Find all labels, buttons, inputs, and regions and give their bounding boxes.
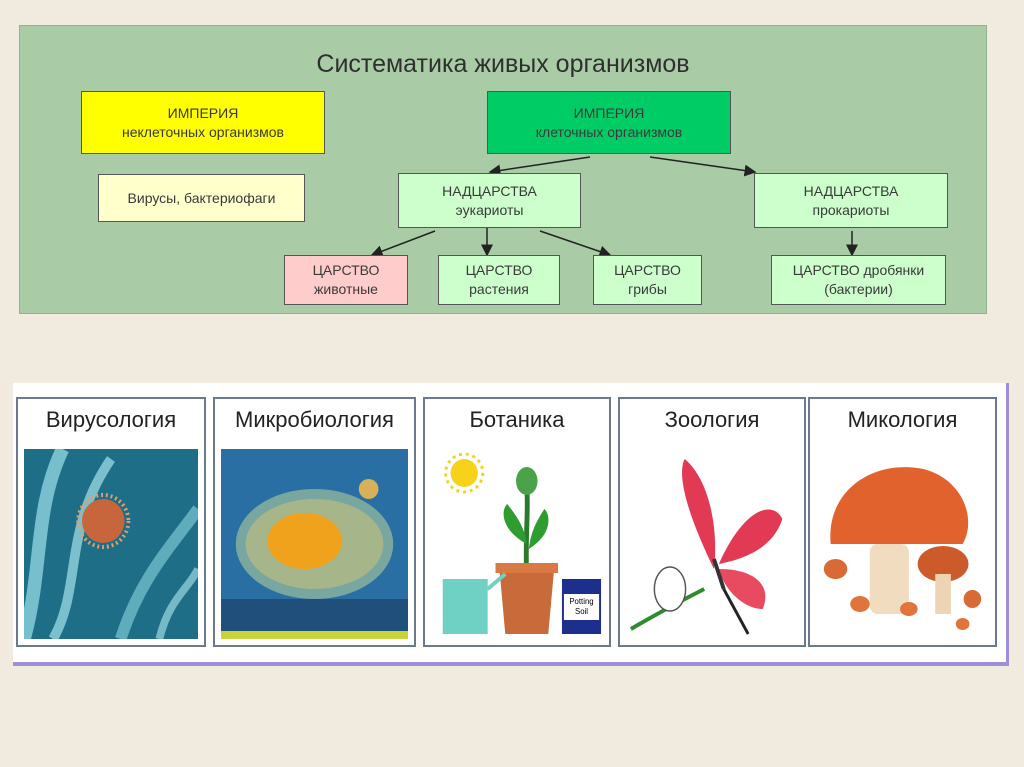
bacteria-line2: (бактерии) (824, 281, 893, 297)
virology-label: Вирусология (45, 407, 177, 432)
microbiology-label: Микробиология (235, 407, 394, 432)
potting-soil-line2: Soil (575, 607, 588, 616)
kingdom-fungi-box: ЦАРСТВО грибы (593, 255, 702, 305)
empire-cellular-line2: клеточных организмов (535, 123, 683, 140)
microorganism-image (221, 449, 408, 639)
eukaryotes-line2: эукариоты (455, 201, 524, 218)
card-botany: Ботаника Potting Soil (423, 397, 611, 647)
virus-image (24, 449, 198, 639)
superkingdom-eukaryotes-box: НАДЦАРСТВА эукариоты (398, 173, 581, 228)
bacteria-line1: ЦАРСТВО дробянки (792, 262, 925, 278)
arrow-cellular-to-eukaryotes (488, 156, 591, 177)
empire-cellular-line1: ИМПЕРИЯ (573, 104, 645, 121)
superkingdom-prokaryotes-box: НАДЦАРСТВА прокариоты (754, 173, 948, 228)
fungi-line2: грибы (628, 281, 667, 297)
hierarchy-arrows (370, 156, 858, 258)
empire-noncellular-line2: неклеточных организмов (122, 123, 284, 140)
animals-line2: животные (314, 281, 378, 297)
mycology-label: Микология (847, 407, 958, 432)
kingdom-plants-box: ЦАРСТВО растения (438, 255, 560, 305)
eukaryotes-line1: НАДЦАРСТВА (442, 182, 537, 199)
prokaryotes-line1: НАДЦАРСТВА (803, 182, 899, 199)
mushroom-image (816, 449, 989, 639)
card-zoology: Зоология (618, 397, 806, 647)
arrow-eukaryotes-to-fungi (539, 230, 612, 258)
card-virology: Вирусология (16, 397, 206, 647)
botany-label: Ботаника (469, 407, 565, 432)
zoology-label: Зоология (664, 407, 760, 432)
kingdom-bacteria-box: ЦАРСТВО дробянки (бактерии) (771, 255, 946, 305)
arrow-eukaryotes-to-animals (370, 230, 436, 257)
plant-pot-image: Potting Soil (431, 449, 603, 639)
viruses-box: Вирусы, бактериофаги (98, 174, 305, 222)
arrow-cellular-to-prokaryotes (649, 156, 757, 177)
card-microbiology: Микробиология (213, 397, 416, 647)
card-mycology: Микология (808, 397, 997, 647)
fungi-line1: ЦАРСТВО (614, 262, 681, 278)
empire-cellular-box: ИМПЕРИЯ клеточных организмов (487, 91, 731, 154)
classification-panel: Систематика живых организмов ИМПЕРИЯ нек… (19, 25, 987, 314)
viruses-text: Вирусы, бактериофаги (127, 189, 276, 206)
plants-line1: ЦАРСТВО (465, 262, 533, 278)
kingdom-animals-box: ЦАРСТВО животные (284, 255, 408, 305)
empire-noncellular-box: ИМПЕРИЯ неклеточных организмов (81, 91, 325, 154)
butterfly-image (626, 449, 798, 639)
plants-line2: растения (469, 281, 529, 297)
diagram-title: Систематика живых организмов (316, 50, 690, 78)
animals-line1: ЦАРСТВО (312, 262, 380, 278)
prokaryotes-line2: прокариоты (812, 201, 890, 218)
empire-noncellular-line1: ИМПЕРИЯ (167, 104, 239, 121)
potting-soil-line1: Potting (569, 597, 593, 606)
